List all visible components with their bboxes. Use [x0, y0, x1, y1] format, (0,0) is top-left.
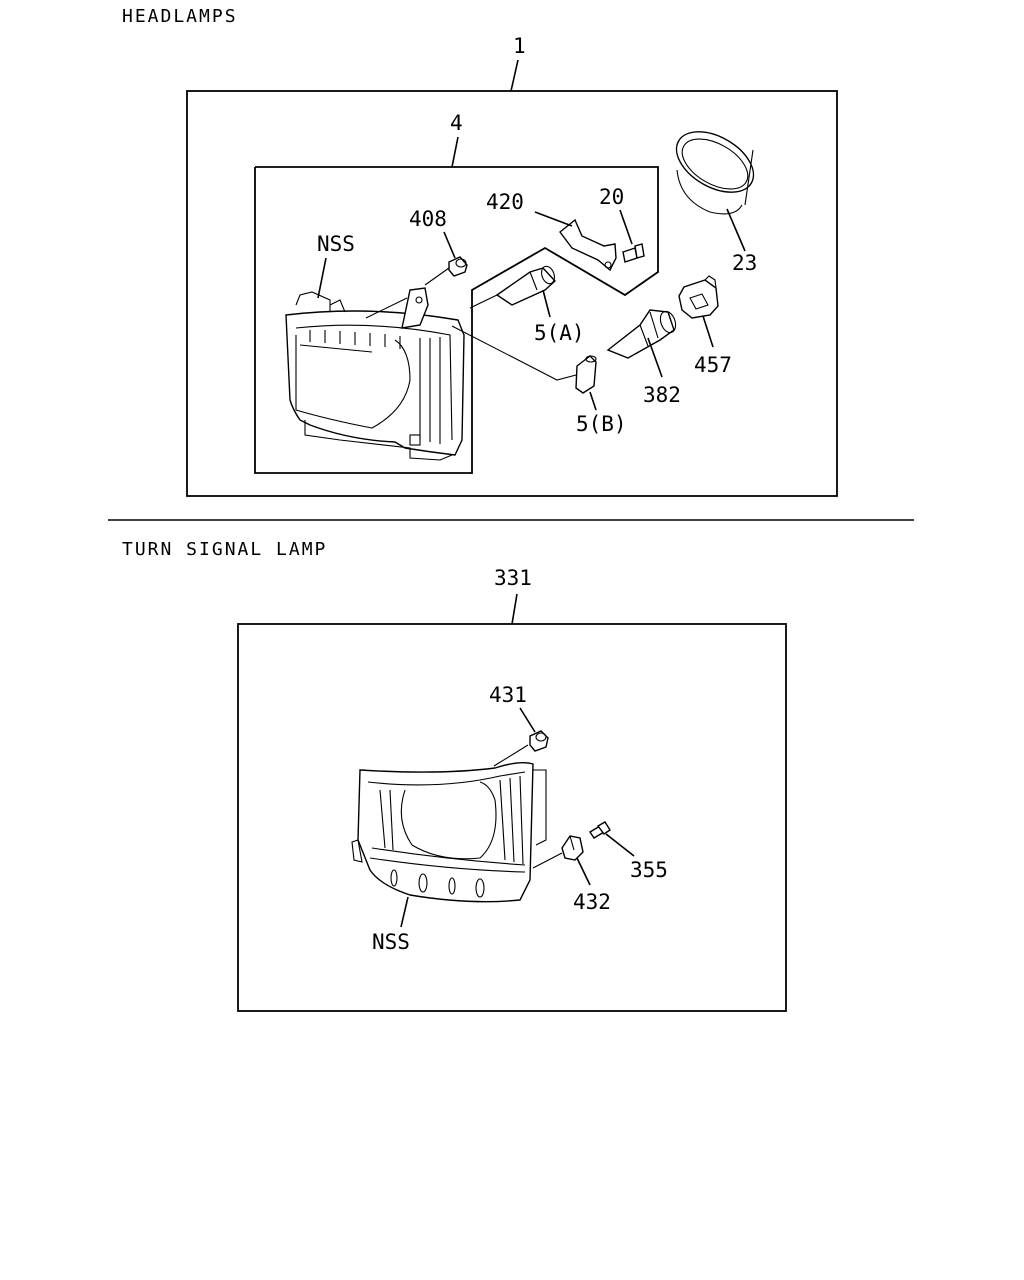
- headlamp-unit-box: [254, 166, 659, 474]
- part-420-bracket: [559, 218, 617, 272]
- callout-5a: 5(A): [534, 321, 585, 345]
- callout-23-leader: [726, 208, 746, 252]
- callout-408-leader: [443, 231, 456, 259]
- callout-nss-leader: [317, 257, 327, 299]
- part-432-dash: [532, 852, 563, 869]
- part-355-screw: [589, 821, 611, 839]
- part-5b-dash: [451, 325, 577, 381]
- part-5b-bulb: [575, 355, 597, 394]
- callout-408: 408: [409, 207, 447, 231]
- part-431-dash: [493, 744, 529, 767]
- part-408-dash: [424, 267, 450, 286]
- part-382-bulb: [606, 309, 677, 359]
- callout-nss-headlamp: NSS: [317, 232, 355, 256]
- callout-1: 1: [513, 34, 526, 58]
- headlamp-body: [285, 287, 465, 461]
- callout-432: 432: [573, 890, 611, 914]
- callout-431: 431: [489, 683, 527, 707]
- callout-420: 420: [486, 190, 524, 214]
- turn-signal-lamp-body: [351, 761, 547, 903]
- part-431-cap: [529, 730, 549, 752]
- callout-nss-turn-leader: [400, 896, 409, 928]
- callout-331-leader: [511, 593, 518, 625]
- callout-420-leader: [534, 211, 573, 227]
- callout-355-leader: [605, 833, 635, 857]
- callout-5a-leader: [542, 289, 551, 318]
- callout-457: 457: [694, 353, 732, 377]
- callout-5b-leader: [589, 391, 597, 411]
- callout-4-leader: [451, 136, 459, 168]
- callout-431-leader: [519, 707, 536, 733]
- callout-382-leader: [647, 337, 663, 378]
- part-5a-dash: [469, 294, 498, 309]
- callout-20-leader: [619, 209, 633, 245]
- part-20-screw: [622, 243, 645, 263]
- callout-20: 20: [599, 185, 624, 209]
- part-5a-bulb: [495, 265, 556, 306]
- callout-1-leader: [510, 59, 519, 92]
- headlamps-section-title: HEADLAMPS: [122, 6, 238, 27]
- callout-331: 331: [494, 566, 532, 590]
- callout-432-leader: [576, 857, 591, 886]
- part-432-clip: [561, 835, 584, 861]
- part-457-socket: [678, 275, 719, 319]
- callout-23: 23: [732, 251, 757, 275]
- headlamp-bracket-line: [365, 297, 408, 319]
- part-408-cap: [448, 256, 468, 277]
- callout-457-leader: [702, 315, 714, 348]
- callout-4: 4: [450, 111, 463, 135]
- callout-nss-turn-signal: NSS: [372, 930, 410, 954]
- headlamp-assembly-box: [186, 90, 838, 497]
- callout-355: 355: [630, 858, 668, 882]
- part-23-ring: [675, 131, 755, 215]
- turn-signal-section-title: TURN SIGNAL LAMP: [122, 539, 327, 560]
- callout-5b: 5(B): [576, 412, 627, 436]
- callout-382: 382: [643, 383, 681, 407]
